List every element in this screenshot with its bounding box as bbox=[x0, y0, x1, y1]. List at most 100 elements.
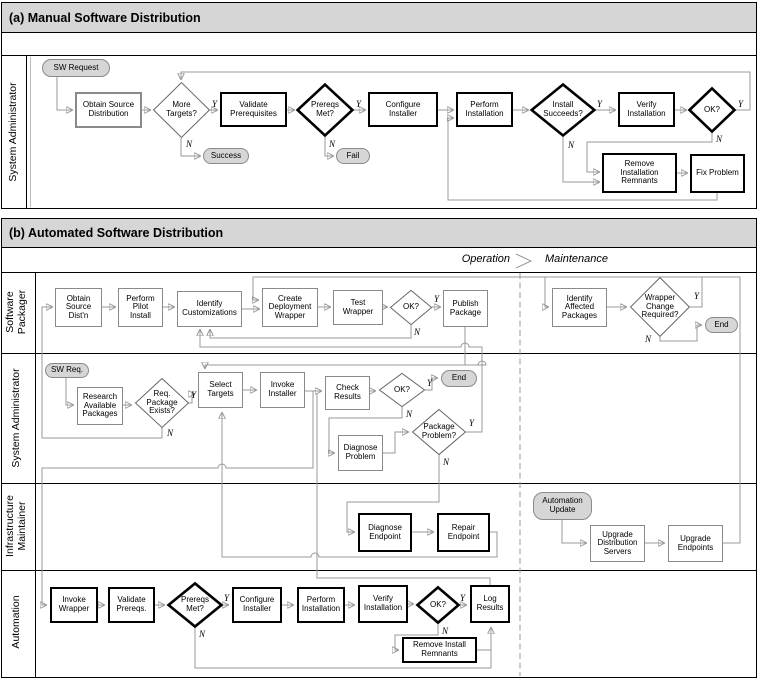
diamond-shape bbox=[153, 82, 210, 138]
node-prereqs-met-decision-auto: Prereqs Met? bbox=[168, 583, 222, 627]
phase-header-divider bbox=[2, 272, 756, 273]
flow-edge-loop bbox=[210, 325, 412, 339]
node-publish-package: Publish Package bbox=[443, 290, 488, 327]
flow-edge bbox=[56, 77, 73, 110]
flow-edge bbox=[561, 520, 587, 543]
label-y: Y bbox=[460, 593, 466, 603]
node-upgrade-endpoints: Upgrade Endpoints bbox=[668, 525, 723, 562]
label-n: N bbox=[645, 334, 652, 344]
label-n: N bbox=[406, 409, 413, 419]
phase-label-operation: Operation bbox=[461, 253, 510, 265]
label-n: N bbox=[186, 139, 193, 149]
lane-divider-1 bbox=[2, 353, 756, 354]
label-y: Y bbox=[224, 593, 230, 603]
node-sw-request: SW Request bbox=[42, 59, 110, 77]
node-identify-affected-packages: Identify Affected Packages bbox=[552, 288, 607, 327]
diamond-shape bbox=[630, 277, 690, 337]
node-upgrade-distribution-servers: Upgrade Distribution Servers bbox=[590, 525, 645, 562]
flow-edge bbox=[395, 623, 439, 650]
node-perform-pilot-install: Perform Pilot Install bbox=[118, 288, 163, 327]
node-perform-installation-a: Perform Installation bbox=[456, 92, 513, 127]
node-diagnose-problem: Diagnose Problem bbox=[338, 435, 383, 471]
flow-edge-loop bbox=[181, 71, 751, 111]
section-a-header-divider bbox=[2, 55, 756, 56]
node-repair-endpoint: Repair Endpoint bbox=[437, 513, 490, 552]
label-y: Y bbox=[191, 390, 197, 400]
flow-edge bbox=[324, 136, 334, 156]
label-y: Y bbox=[694, 291, 700, 301]
node-end-terminator-packager: End bbox=[705, 317, 738, 333]
diamond-shape bbox=[168, 583, 222, 627]
node-identify-customizations: Identify Customizations bbox=[177, 291, 242, 327]
flow-edge bbox=[562, 136, 600, 182]
node-check-results: Check Results bbox=[325, 376, 370, 410]
node-prereqs-met-decision: Prereqs Met? bbox=[297, 84, 353, 136]
flow-edge bbox=[383, 432, 409, 454]
label-y: Y bbox=[738, 99, 744, 109]
flow-edge-loop bbox=[253, 276, 741, 544]
label-n: N bbox=[414, 327, 421, 337]
flow-edge bbox=[659, 325, 702, 342]
diamond-shape bbox=[390, 290, 432, 325]
flow-edge bbox=[180, 138, 201, 156]
label-y: Y bbox=[597, 99, 603, 109]
label-n: N bbox=[167, 428, 174, 438]
node-configure-installer-a: Configure Installer bbox=[368, 92, 438, 127]
node-req-package-exists-decision: Req. Package Exists? bbox=[135, 378, 189, 428]
node-remove-installation-remnants: Remove Installation Remnants bbox=[602, 153, 677, 193]
diamond-shape bbox=[417, 587, 459, 623]
diamond-shape bbox=[689, 88, 735, 132]
label-y: Y bbox=[427, 378, 433, 388]
flow-edge bbox=[545, 277, 549, 307]
node-ok-decision-sysadmin: OK? bbox=[379, 373, 425, 407]
flow-edge-loop bbox=[222, 412, 498, 558]
section-a-lane-divider bbox=[26, 55, 27, 209]
node-wrapper-change-required-decision: Wrapper Change Required? bbox=[630, 277, 690, 337]
node-more-targets-decision: More Targets? bbox=[153, 82, 210, 138]
flow-edge-loop bbox=[316, 394, 491, 585]
section-b-titlebar: (b) Automated Software Distribution bbox=[1, 218, 757, 248]
flow-edge-loop bbox=[200, 329, 483, 433]
node-install-succeeds-decision: Install Succeeds? bbox=[531, 84, 595, 136]
node-ok-decision-a: OK? bbox=[689, 88, 735, 132]
node-ok-decision-test: OK? bbox=[390, 290, 432, 325]
flow-edge bbox=[194, 627, 491, 669]
diamond-shape bbox=[531, 84, 595, 136]
diamond-shape bbox=[297, 84, 353, 136]
section-a-title: (a) Manual Software Distribution bbox=[9, 10, 201, 25]
node-diagnose-endpoint: Diagnose Endpoint bbox=[358, 513, 412, 552]
flow-edge bbox=[425, 378, 438, 391]
lane-divider-3 bbox=[2, 570, 756, 571]
node-validate-prereqs: Validate Prereqs. bbox=[108, 587, 155, 623]
flow-edge bbox=[42, 391, 314, 605]
node-log-results: Log Results bbox=[470, 585, 510, 623]
label-n: N bbox=[443, 457, 450, 467]
node-sw-req-terminator: SW Req. bbox=[45, 363, 89, 378]
diamond-shape bbox=[135, 378, 189, 428]
label-n: N bbox=[442, 626, 449, 636]
lane-divider-2 bbox=[2, 483, 756, 484]
node-obtain-source-distn: Obtain Source Dist'n bbox=[55, 288, 102, 327]
node-test-wrapper: Test Wrapper bbox=[333, 290, 383, 325]
node-configure-installer-auto: Configure Installer bbox=[232, 587, 282, 623]
label-y: Y bbox=[434, 294, 440, 304]
section-a-inner-border bbox=[30, 57, 31, 207]
flow-edge bbox=[346, 455, 440, 532]
label-y: Y bbox=[212, 99, 218, 109]
node-end-terminator-sysadmin: End bbox=[441, 370, 477, 387]
flow-edge bbox=[65, 378, 74, 405]
label-y: Y bbox=[356, 99, 362, 109]
node-invoke-installer: Invoke Installer bbox=[260, 372, 305, 408]
node-invoke-wrapper: Invoke Wrapper bbox=[50, 587, 98, 623]
label-n: N bbox=[716, 134, 723, 144]
flow-edge-loop bbox=[448, 118, 718, 201]
node-fail-terminator: Fail bbox=[336, 148, 370, 164]
node-success-terminator: Success bbox=[203, 148, 249, 164]
flow-edge bbox=[41, 307, 163, 439]
label-n: N bbox=[568, 140, 575, 150]
flow-edge bbox=[329, 407, 403, 453]
diamond-shape bbox=[379, 373, 425, 407]
node-package-problem-decision: Package Problem? bbox=[412, 409, 466, 455]
